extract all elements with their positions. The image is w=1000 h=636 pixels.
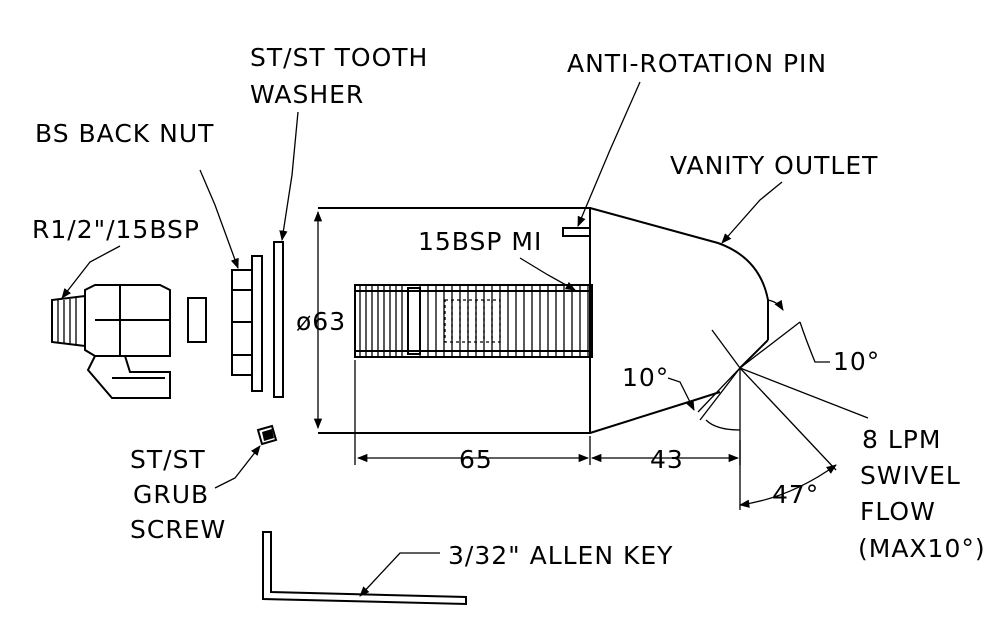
vanity-outlet-leader: [721, 181, 783, 244]
anti-rotation-pin-label: ANTI-ROTATION PIN: [567, 49, 827, 78]
flow-label-2: SWIVEL: [860, 461, 961, 490]
angle-left-leader: [667, 377, 695, 411]
flow-label-1: 8 LPM: [862, 425, 941, 454]
back-nut-leader: [199, 169, 239, 269]
tooth-washer-label-1: ST/ST TOOTH: [250, 43, 428, 72]
seal-block: [187, 297, 207, 343]
flow-label-3: FLOW: [860, 497, 936, 526]
flow-label-4: (MAX10°): [858, 534, 986, 563]
vanity-outlet-label: VANITY OUTLET: [670, 151, 878, 180]
grub-screw: [256, 424, 278, 446]
back-nut: [231, 255, 263, 392]
grub-screw-label-2: GRUB: [133, 480, 209, 509]
swivel-angle-label: 47°: [772, 480, 819, 509]
length-dimension-label: 65: [459, 445, 493, 474]
main-body: [318, 207, 593, 434]
swivel-angle-arc: [738, 464, 837, 508]
tooth-washer-leader: [279, 111, 299, 242]
tooth-washer: [273, 241, 284, 398]
allen-key-label: 3/32" ALLEN KEY: [448, 541, 673, 570]
vanity-outlet: [589, 207, 769, 434]
grub-screw-label-1: ST/ST: [130, 445, 206, 474]
tooth-washer-label-2: WASHER: [250, 80, 364, 109]
grub-screw-leader: [214, 445, 261, 489]
threaded-fitting: [51, 284, 171, 399]
dimension-extension-lines: [354, 360, 741, 465]
allen-key: [262, 531, 467, 606]
angle-right-leader: [799, 321, 830, 363]
diameter-label: ø63: [296, 307, 346, 336]
angle-right-label: 10°: [833, 347, 880, 376]
back-nut-label: BS BACK NUT: [35, 119, 214, 148]
grub-screw-label-3: SCREW: [130, 515, 226, 544]
angle-right-arc: [767, 299, 784, 311]
angle-left-arc: [705, 419, 741, 431]
mi-thread-label: 15BSP MI: [418, 227, 542, 256]
nozzle-dimension-label: 43: [650, 445, 684, 474]
angle-left-label: 10°: [622, 363, 669, 392]
mi-thread-leader: [519, 257, 576, 291]
allen-key-leader: [359, 552, 440, 597]
anti-rotation-pin-leader: [577, 81, 641, 227]
thread-spec-leader: [61, 245, 121, 299]
thread-spec-label: R1/2"/15BSP: [32, 215, 200, 244]
